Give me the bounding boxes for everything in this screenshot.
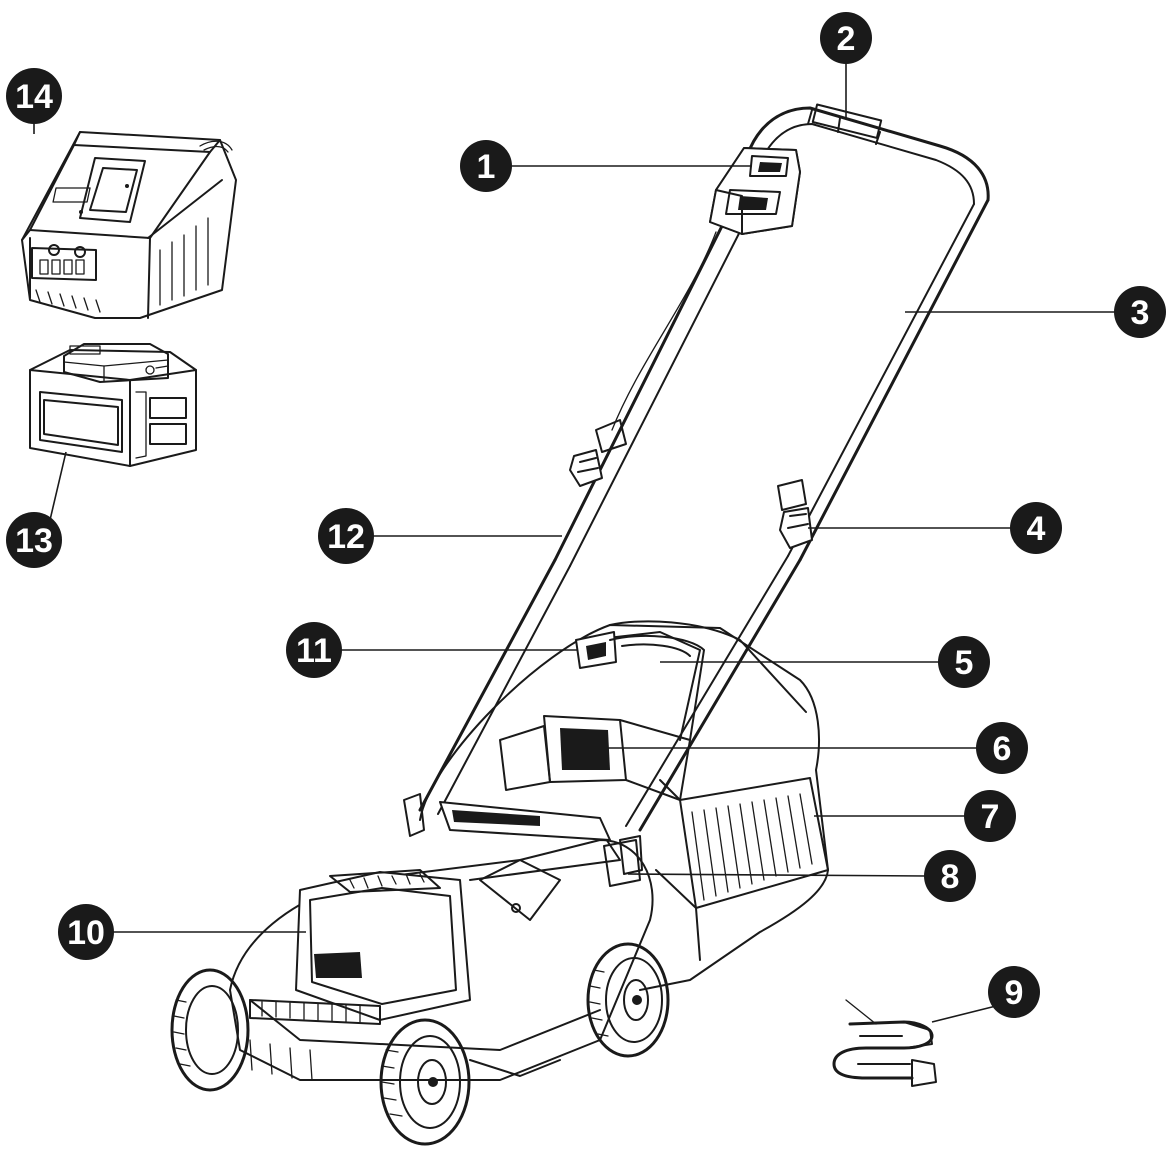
callout-2-label: 2 [837,20,856,58]
callout-14: 14 [6,68,62,124]
callout-5-label: 5 [955,644,974,682]
callout-6: 6 [976,722,1028,774]
callout-11: 11 [286,622,342,678]
callout-13-label: 13 [15,522,53,560]
callout-10: 10 [58,904,114,960]
callout-2: 2 [820,12,872,64]
mower-body-illustration [229,793,654,1081]
callout-3-label: 3 [1131,294,1150,332]
callout-9: 9 [988,966,1040,1018]
callout-1: 1 [460,140,512,192]
battery-illustration [29,343,197,467]
callout-4: 4 [1010,502,1062,554]
callout-11-label: 11 [296,632,332,670]
callout-9-label: 9 [1005,974,1024,1012]
callout-4-label: 4 [1027,510,1046,548]
callout-14-label: 14 [15,78,53,116]
callout-12: 12 [318,508,374,564]
grass-box-illustration [419,620,829,991]
mower-wheels-illustration [170,942,670,1146]
callout-1-label: 1 [477,148,496,186]
callout-8-label: 8 [941,858,960,896]
callout-10-label: 10 [67,914,105,952]
callout-12-label: 12 [327,518,365,556]
mower-handle-illustration [418,103,990,832]
callout-7-label: 7 [981,798,1000,836]
callout-3: 3 [1114,286,1166,338]
charger-illustration [21,131,237,319]
callout-5: 5 [938,636,990,688]
callout-7: 7 [964,790,1016,842]
callout-13: 13 [6,512,62,568]
safety-key-illustration [832,999,937,1087]
callout-6-label: 6 [993,730,1012,768]
callout-8: 8 [924,850,976,902]
